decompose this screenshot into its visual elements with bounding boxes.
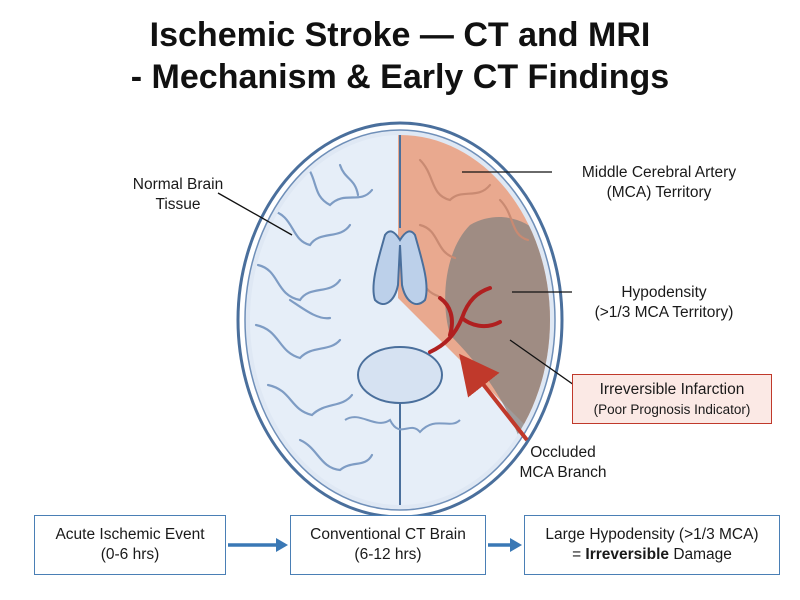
occluded-mca-label-line1: Occluded: [530, 444, 596, 461]
hypodensity-region: [445, 217, 550, 440]
mca-territory-label-line2: (MCA) Territory: [606, 184, 712, 201]
occluded-mca-label: Occluded MCA Branch: [498, 443, 628, 483]
flow-step-3-prefix: =: [572, 546, 586, 563]
normal-tissue-label-line2: Tissue: [155, 196, 201, 213]
flow-step-2-line2: (6-12 hrs): [354, 546, 422, 563]
lateral-ventricles: [372, 230, 428, 305]
flow-step-conventional-ct: Conventional CT Brain (6-12 hrs): [290, 515, 486, 575]
normal-leader: [217, 192, 293, 236]
occlusion-arrow: [459, 353, 529, 442]
cerebellum-folds: [344, 416, 461, 434]
brainstem: [357, 346, 443, 404]
infarction-callout-line1: Irreversible Infarction: [599, 381, 745, 398]
title-line-2: - Mechanism & Early CT Findings: [130, 58, 670, 96]
flow-step-3-suffix: Damage: [669, 546, 732, 563]
flow-arrow-2-head: [510, 538, 522, 552]
left-gyri: [254, 158, 374, 472]
occluded-mca-label-line2: MCA Branch: [519, 464, 607, 481]
normal-tissue-label: Normal Brain Tissue: [108, 175, 248, 215]
flow-step-3-bold: Irreversible: [585, 546, 670, 563]
flow-step-1-line2: (0-6 hrs): [100, 546, 160, 563]
flow-step-3-line1: Large Hypodensity (>1/3 MCA): [545, 526, 759, 543]
infarct-leader: [509, 339, 575, 386]
mca-territory-label-line1: Middle Cerebral Artery: [581, 164, 737, 181]
flow-step-1-line1: Acute Ischemic Event: [55, 526, 205, 543]
infarction-callout: Irreversible Infarction (Poor Prognosis …: [572, 374, 772, 424]
normal-tissue-label-line1: Normal Brain: [132, 176, 224, 193]
diagram-title: Ischemic Stroke — CT and MRI - Mechanism…: [0, 14, 800, 98]
hypodensity-label: Hypodensity (>1/3 MCA Territory): [574, 283, 754, 323]
hypodensity-label-line1: Hypodensity: [621, 284, 707, 301]
flow-arrows: [228, 538, 522, 552]
flow-step-3-line2: = Irreversible Damage: [525, 545, 779, 565]
occluded-mca-artery: [428, 286, 502, 354]
flow-arrow-1-head: [276, 538, 288, 552]
flow-step-acute-event: Acute Ischemic Event (0-6 hrs): [34, 515, 226, 575]
mca-territory-label: Middle Cerebral Artery (MCA) Territory: [556, 163, 762, 203]
flow-step-large-hypodensity: Large Hypodensity (>1/3 MCA) = Irreversi…: [524, 515, 780, 575]
flow-step-2-line1: Conventional CT Brain: [310, 526, 466, 543]
title-line-1: Ischemic Stroke — CT and MRI: [149, 16, 651, 54]
infarction-callout-line2: (Poor Prognosis Indicator): [593, 402, 751, 417]
hypodensity-label-line2: (>1/3 MCA Territory): [594, 304, 734, 321]
